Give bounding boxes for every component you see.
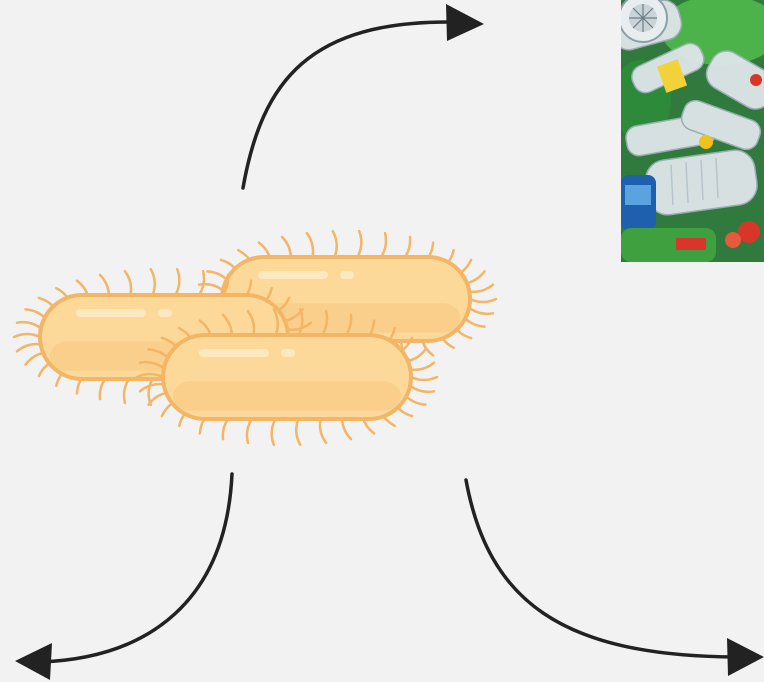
cell-highlight (199, 349, 269, 357)
arrow-to-top-right (243, 22, 455, 188)
cell-highlight-dot (340, 271, 354, 279)
arrow-to-bottom-right (466, 480, 736, 657)
cell-shadow (173, 381, 401, 410)
arrow-head-top-right (446, 4, 484, 41)
cell-highlight (76, 309, 146, 317)
arrow-to-bottom-left (40, 474, 232, 662)
bacteria-cluster-icon (14, 231, 496, 445)
cell-highlight-dot (158, 309, 172, 317)
arrow-head-bottom-right (727, 638, 764, 676)
plastic-bottles-photo (621, 0, 764, 262)
cell-highlight (258, 271, 328, 279)
arrow-head-bottom-left (15, 643, 52, 680)
plastic-bottles-image (621, 0, 764, 262)
cell-highlight-dot (281, 349, 295, 357)
